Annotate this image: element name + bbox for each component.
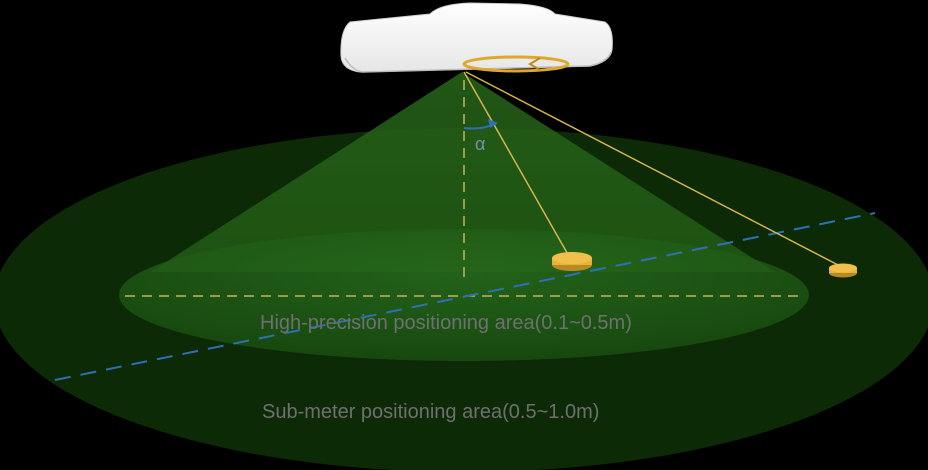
tag-near — [552, 252, 592, 271]
antenna-ring — [462, 55, 570, 73]
tag-far — [829, 263, 857, 278]
antenna-arrow-icon — [528, 57, 541, 71]
track-line — [54, 212, 876, 381]
beam-cone — [120, 72, 805, 292]
angle-label: α — [475, 134, 485, 154]
anchor-device — [340, 2, 613, 73]
angle-arrow-icon — [488, 119, 498, 128]
beam-cone-overlay — [150, 72, 775, 272]
high-precision-area-label: High-precision positioning area(0.1~0.5m… — [260, 312, 632, 334]
high-precision-area — [119, 229, 809, 361]
sub-meter-area-label: Sub-meter positioning area(0.5~1.0m) — [262, 401, 599, 423]
anchor-body — [340, 2, 613, 73]
signal-line-near — [463, 71, 571, 259]
signal-line-far — [465, 71, 841, 267]
